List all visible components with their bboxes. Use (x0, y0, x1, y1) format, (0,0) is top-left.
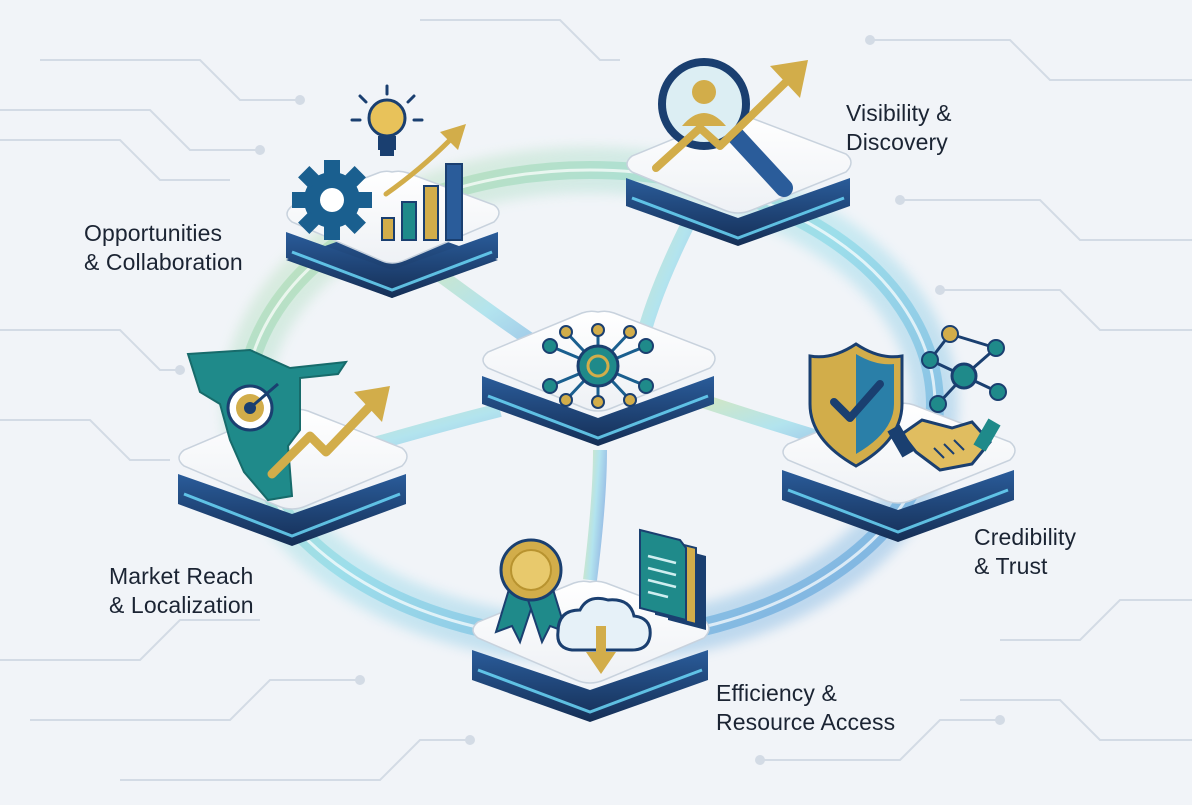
label-visibility: Visibility & Discovery (846, 99, 952, 157)
upward-arrow-icon (652, 60, 808, 172)
documents-icon (639, 528, 706, 630)
opportunities-icons (292, 84, 466, 241)
network-hub-icon (542, 323, 654, 409)
gear-icon (292, 160, 372, 240)
label-visibility-line1: Visibility & (846, 100, 952, 126)
label-opportunities-line2: & Collaboration (84, 249, 243, 275)
credibility-icons (808, 325, 1007, 472)
label-market-line1: Market Reach (109, 563, 254, 589)
circuit-traces (0, 19, 1192, 781)
label-credibility-line1: Credibility (974, 524, 1077, 550)
label-efficiency: Efficiency & Resource Access (716, 679, 895, 737)
network-icon (921, 325, 1007, 413)
map-target-icon (186, 348, 349, 502)
label-credibility: Credibility & Trust (974, 523, 1076, 581)
growth-arrow-icon (267, 386, 390, 479)
cloud-download-icon (556, 596, 652, 674)
growth-bar-chart-icon (381, 124, 466, 241)
label-efficiency-line1: Efficiency & (716, 680, 837, 706)
award-ribbon-icon (494, 538, 568, 645)
shield-check-icon (808, 342, 904, 468)
label-market: Market Reach & Localization (109, 562, 254, 620)
lightbulb-icon (350, 84, 424, 156)
label-market-line2: & Localization (109, 592, 254, 618)
market-icons (186, 348, 390, 502)
efficiency-icons (494, 528, 706, 674)
label-visibility-line2: Discovery (846, 129, 948, 155)
visibility-icons (652, 58, 808, 197)
label-efficiency-line2: Resource Access (716, 709, 896, 735)
label-opportunities: Opportunities & Collaboration (84, 219, 243, 277)
label-credibility-line2: & Trust (974, 553, 1048, 579)
magnifier-person-icon (658, 58, 793, 197)
label-opportunities-line1: Opportunities (84, 220, 223, 246)
handshake-icon (887, 418, 1001, 472)
